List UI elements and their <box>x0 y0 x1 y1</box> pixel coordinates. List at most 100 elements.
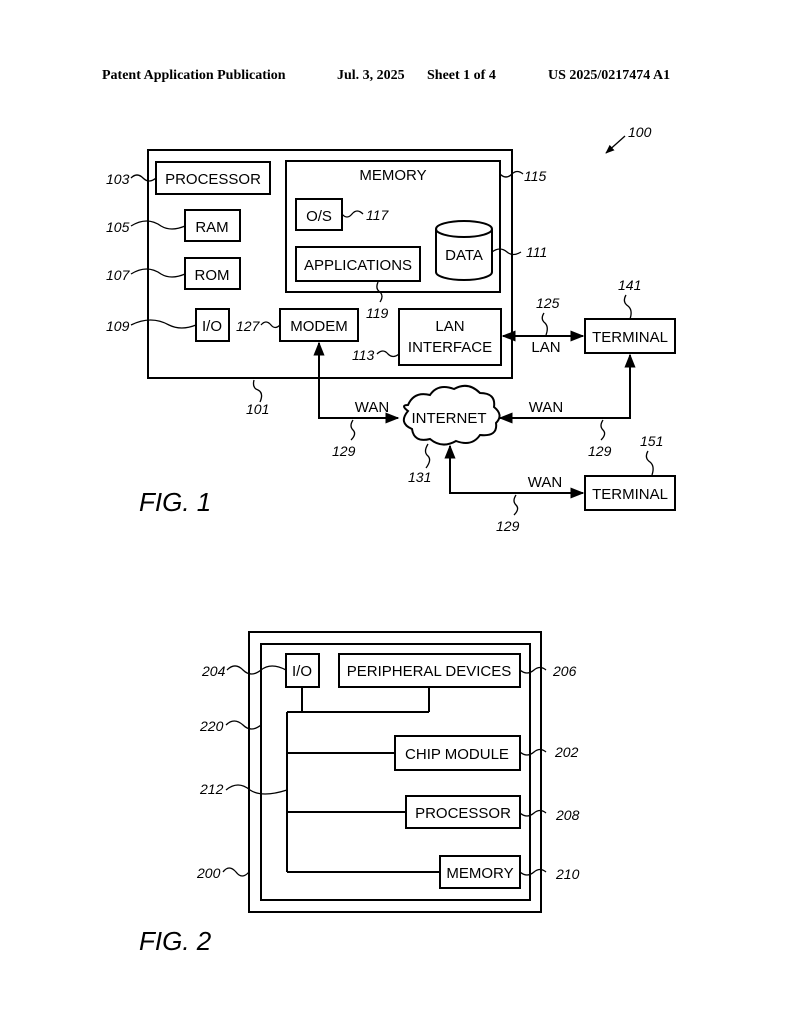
ref-100-arrow <box>605 135 626 154</box>
lan-interface-box <box>398 308 502 366</box>
publication-title: Patent Application Publication <box>102 68 286 83</box>
ref-141: 141 <box>618 277 641 293</box>
ref-105: 105 <box>106 219 130 235</box>
ref-208: 208 <box>555 807 580 823</box>
ref-202-leader <box>519 748 547 756</box>
internet-cloud <box>402 384 501 446</box>
internet-label: INTERNET <box>412 410 487 427</box>
ref-109: 109 <box>106 318 130 334</box>
ref-127: 127 <box>236 318 261 334</box>
wan-terminal-151-label: WAN <box>528 474 562 491</box>
ref-111-leader <box>491 248 522 256</box>
ref-131-leader <box>424 443 431 469</box>
ref-109-leader <box>130 319 197 329</box>
ref-220: 220 <box>199 718 224 734</box>
ref-204-leader <box>226 665 287 675</box>
ref-101-leader <box>252 379 263 403</box>
wan-modem-link <box>313 341 400 424</box>
ref-117: 117 <box>366 207 390 223</box>
ref-212: 212 <box>199 781 224 797</box>
ref-103-leader <box>130 174 157 182</box>
ref-115: 115 <box>524 168 547 184</box>
ref-129-modem: 129 <box>332 443 356 459</box>
fig2-caption: FIG. 2 <box>139 926 212 956</box>
ref-208-leader <box>519 809 547 817</box>
ref-210: 210 <box>555 866 580 882</box>
ref-105-leader <box>130 220 186 230</box>
fig1-caption: FIG. 1 <box>139 487 211 517</box>
processor-label-fig2: PROCESSOR <box>415 805 511 822</box>
ref-210-leader <box>519 868 547 876</box>
ref-151: 151 <box>640 433 663 449</box>
lan-interface-label-line1: LAN <box>435 318 464 335</box>
terminal-141-label: TERMINAL <box>592 329 668 346</box>
page-header: Patent Application Publication Jul. 3, 2… <box>0 68 794 88</box>
rom-label: ROM <box>195 267 230 284</box>
ref-111: 111 <box>526 244 547 260</box>
ref-125: 125 <box>536 295 560 311</box>
ref-141-leader <box>623 294 632 320</box>
ref-204: 204 <box>201 663 226 679</box>
ref-151-leader <box>645 450 654 476</box>
chip-module-box <box>394 735 521 771</box>
ref-107: 107 <box>106 267 131 283</box>
ref-107-leader <box>130 268 186 278</box>
ram-label: RAM <box>195 219 228 236</box>
applications-label: APPLICATIONS <box>304 257 412 274</box>
ref-206-leader <box>519 666 547 674</box>
ref-119: 119 <box>366 305 389 321</box>
ref-131: 131 <box>408 469 431 485</box>
ref-212-leader <box>225 784 288 795</box>
ref-200-leader <box>222 867 250 877</box>
peripheral-devices-label: PERIPHERAL DEVICES <box>347 663 512 680</box>
ref-129-terminal-151: 129 <box>496 518 520 534</box>
modem-label: MODEM <box>290 318 348 335</box>
ref-119-leader <box>376 281 383 303</box>
ref-129-terminal-141: 129 <box>588 443 612 459</box>
ref-220-leader <box>225 720 262 730</box>
publication-date: Jul. 3, 2025 <box>337 68 405 83</box>
data-cylinder <box>435 220 493 281</box>
lan-link-label: LAN <box>531 339 560 356</box>
processor-box-fig2 <box>405 795 521 829</box>
data-label: DATA <box>445 247 483 264</box>
ref-206: 206 <box>552 663 577 679</box>
fig2: I/O 204 PERIPHERAL DEVICES 206 CHIP MODU… <box>139 631 580 956</box>
io-label-fig2: I/O <box>292 663 312 680</box>
ref-115-leader <box>499 170 524 178</box>
wan-terminal-151-link <box>444 444 585 499</box>
ref-202: 202 <box>554 744 579 760</box>
terminal-151-label: TERMINAL <box>592 486 668 503</box>
memory-label: MEMORY <box>359 167 426 184</box>
ram-box <box>184 209 241 242</box>
applications-box <box>295 246 421 282</box>
processor-box <box>155 161 271 195</box>
ref-100: 100 <box>628 124 652 140</box>
fig1: 100 101 PROCESSOR 103 RAM 105 ROM 107 I/… <box>106 124 676 534</box>
patent-number: US 2025/0217474 A1 <box>548 68 671 83</box>
ref-127-leader <box>260 321 281 329</box>
ref-129-modem-leader <box>350 419 356 441</box>
os-label: O/S <box>306 208 332 225</box>
io-label: I/O <box>202 318 222 335</box>
chip-module-label: CHIP MODULE <box>405 746 509 763</box>
sheet-number: Sheet 1 of 4 <box>427 68 496 83</box>
ref-117-leader <box>341 210 364 218</box>
wan-modem-label: WAN <box>355 399 389 416</box>
peripheral-devices-box <box>338 653 521 688</box>
lan-interface-label-line2: INTERFACE <box>408 339 492 356</box>
rom-box <box>184 257 241 290</box>
terminal-141-box <box>584 318 676 354</box>
ref-101: 101 <box>246 401 269 417</box>
processor-label: PROCESSOR <box>165 171 261 188</box>
wan-terminal-141-link <box>498 353 636 424</box>
ref-200: 200 <box>196 865 221 881</box>
ref-129-terminal-151-leader <box>513 494 519 516</box>
terminal-151-box <box>584 475 676 511</box>
ref-113: 113 <box>352 347 375 363</box>
ref-125-leader <box>541 312 548 336</box>
memory-label-fig2: MEMORY <box>446 865 513 882</box>
ref-103: 103 <box>106 171 130 187</box>
wan-terminal-141-label: WAN <box>529 399 563 416</box>
